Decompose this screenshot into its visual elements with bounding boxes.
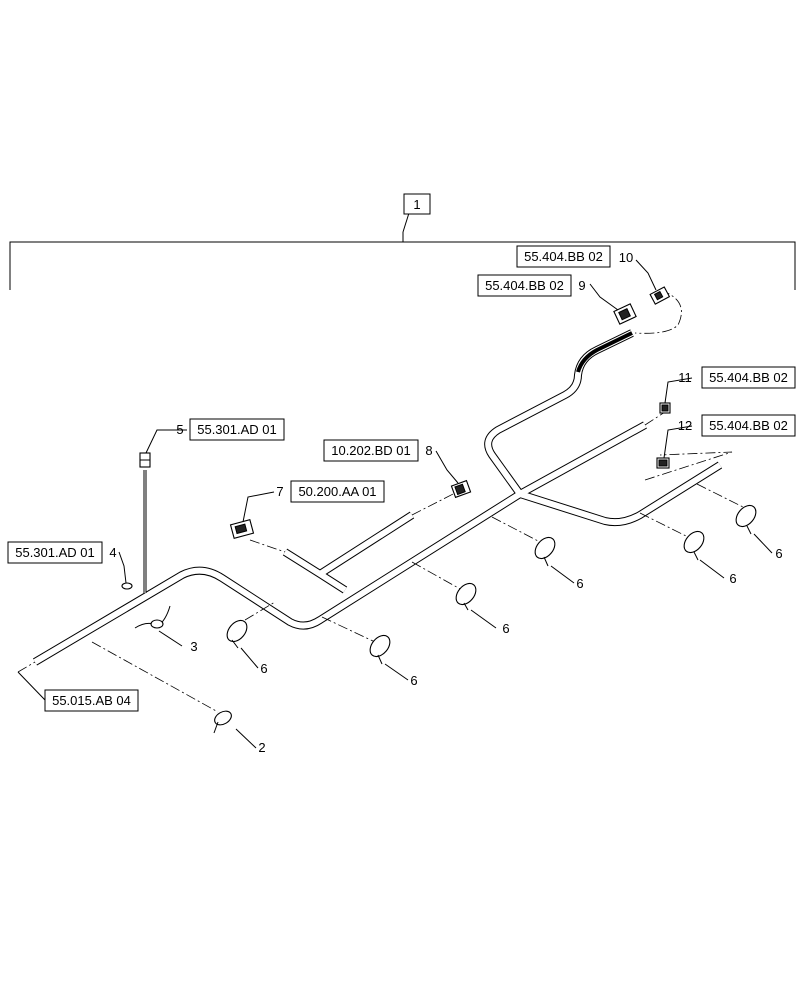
reference-box-5: 55.301.AD 01 xyxy=(189,418,285,441)
callout-9: 9 xyxy=(578,278,585,293)
assembly-item-number: 1 xyxy=(413,197,420,212)
harness-tubes xyxy=(32,329,723,666)
clip-6-f xyxy=(735,504,757,535)
reference-label-12: 55.404.BB 02 xyxy=(709,418,788,433)
cable-tie-3 xyxy=(134,605,171,629)
connector-8 xyxy=(450,479,472,499)
reference-label-10: 55.404.BB 02 xyxy=(524,249,603,264)
reference-label-4: 55.301.AD 01 xyxy=(15,545,95,560)
callout-6-e: 6 xyxy=(729,571,736,586)
reference-box-9: 55.404.BB 02 xyxy=(477,274,572,297)
reference-label-9: 55.404.BB 02 xyxy=(485,278,564,293)
clip-6-b xyxy=(369,634,391,665)
reference-box-10: 55.404.BB 02 xyxy=(516,245,611,268)
clip-2 xyxy=(213,710,232,734)
callout-8: 8 xyxy=(425,443,432,458)
clip-6-c xyxy=(455,582,477,611)
callout-6-a: 6 xyxy=(260,661,267,676)
callout-7: 7 xyxy=(276,484,283,499)
leader-lines xyxy=(17,259,773,749)
connector-11 xyxy=(659,402,671,414)
connector-9 xyxy=(613,303,637,325)
callout-5: 5 xyxy=(176,422,183,437)
reference-label-end: 55.015.AB 04 xyxy=(52,693,131,708)
callout-2: 2 xyxy=(258,740,265,755)
callout-4: 4 xyxy=(109,545,116,560)
callout-12: 12 xyxy=(678,418,692,433)
connector-12 xyxy=(656,457,670,469)
clip-6-a xyxy=(226,619,248,649)
callout-6-d: 6 xyxy=(576,576,583,591)
connector-7 xyxy=(229,518,255,540)
callout-numbers: 10 9 11 12 5 8 7 4 3 2 6 6 6 6 6 6 xyxy=(109,250,782,755)
reference-box-end: 55.015.AB 04 xyxy=(44,689,139,712)
reference-box-7: 50.200.AA 01 xyxy=(290,480,385,503)
callout-6-c: 6 xyxy=(502,621,509,636)
reference-box-11: 55.404.BB 02 xyxy=(701,366,796,389)
reference-label-5: 55.301.AD 01 xyxy=(197,422,277,437)
callout-6-f: 6 xyxy=(775,546,782,561)
callout-11: 11 xyxy=(678,370,692,385)
callout-10: 10 xyxy=(619,250,633,265)
reference-box-12: 55.404.BB 02 xyxy=(701,414,796,437)
sensor-5 xyxy=(139,452,151,468)
reference-label-8: 10.202.BD 01 xyxy=(331,443,411,458)
connector-10 xyxy=(649,286,671,305)
reference-box-8: 10.202.BD 01 xyxy=(323,439,419,462)
reference-label-7: 50.200.AA 01 xyxy=(298,484,376,499)
callout-6-b: 6 xyxy=(410,673,417,688)
clip-6-d xyxy=(534,536,556,567)
reference-centerlines xyxy=(17,289,746,713)
reference-box-4: 55.301.AD 01 xyxy=(7,541,103,564)
reference-label-11: 55.404.BB 02 xyxy=(709,370,788,385)
callout-3: 3 xyxy=(190,639,197,654)
terminal-4 xyxy=(121,582,133,590)
clip-6-e xyxy=(683,530,705,561)
assembly-bracket: 1 xyxy=(9,193,796,290)
